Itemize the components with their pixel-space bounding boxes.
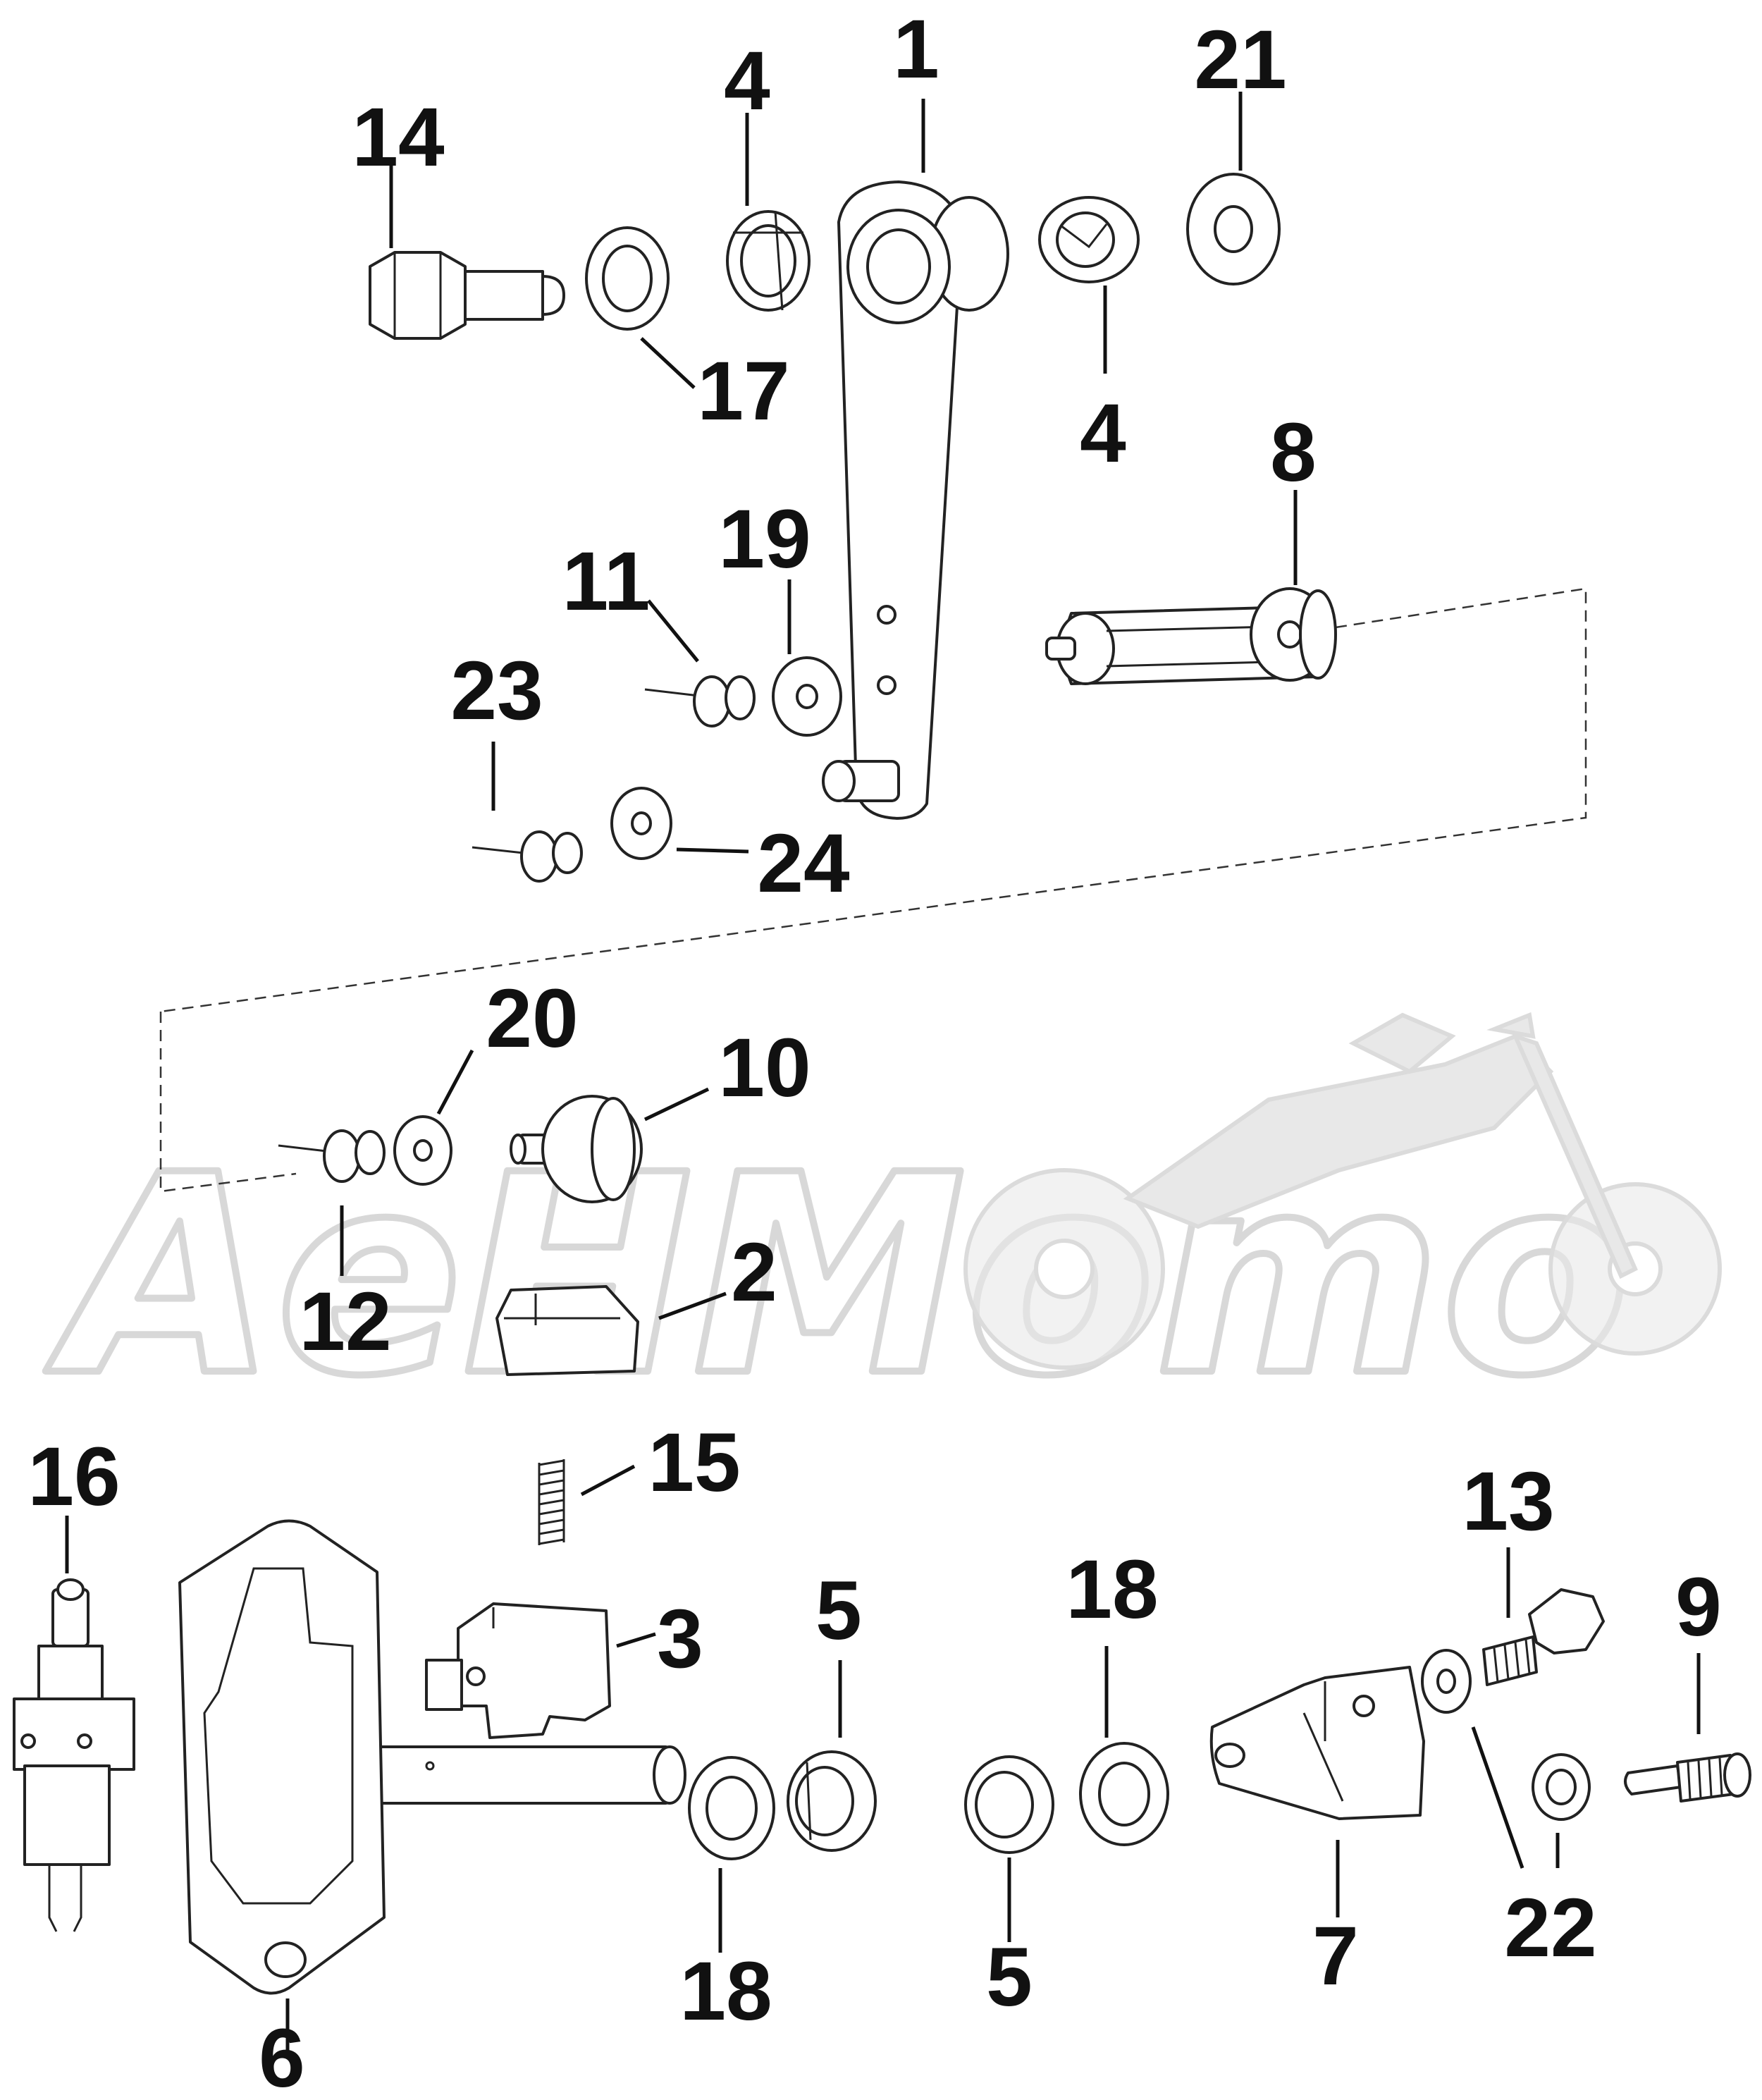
callout-3: 3: [657, 1592, 703, 1685]
part-2-cover: [495, 1285, 639, 1376]
callout-10: 10: [718, 1021, 811, 1115]
callout-5-lower: 5: [986, 1931, 1033, 2024]
callout-15: 15: [648, 1416, 740, 1509]
callout-8: 8: [1270, 406, 1317, 499]
callout-4-lower: 4: [1080, 387, 1126, 480]
callout-6: 6: [259, 2012, 305, 2100]
leader-17: [640, 337, 696, 389]
callout-4-upper: 4: [724, 35, 770, 128]
leader-2: [658, 1291, 727, 1320]
part-16-switch: [13, 1578, 135, 1932]
callout-1: 1: [893, 3, 939, 96]
callout-19: 19: [718, 493, 811, 586]
part-6-shift-plate: [178, 1519, 686, 1995]
callout-16: 16: [27, 1430, 120, 1523]
leader-11: [647, 599, 699, 663]
callout-12: 12: [299, 1275, 391, 1368]
part-18-washer-left: [688, 1756, 775, 1860]
assembly-dashed-line-upper: [160, 587, 1587, 1013]
callout-labels: 1 4 4 21 14 17 8 19 11 23 24 20 10 12 2 …: [27, 3, 1721, 2100]
callout-2: 2: [731, 1226, 777, 1319]
callout-21: 21: [1194, 13, 1286, 106]
part-4-bushing-upper: [726, 210, 811, 312]
callout-14: 14: [352, 91, 444, 184]
part-20-washer: [393, 1115, 452, 1186]
part-18-washer-right: [1079, 1742, 1169, 1846]
part-23-clip: [472, 830, 583, 883]
callout-13: 13: [1462, 1455, 1554, 1548]
part-10-rubber-pad: [510, 1095, 643, 1203]
part-4-bushing-lower: [1038, 196, 1140, 283]
callout-23: 23: [450, 644, 543, 737]
callout-18-right: 18: [1066, 1543, 1158, 1636]
part-22-washers: [1421, 1649, 1591, 1821]
part-19-washer: [772, 656, 842, 737]
leader-22a: [1471, 1726, 1524, 1869]
leader-15: [580, 1464, 636, 1497]
part-8-foot-peg: [1045, 587, 1337, 685]
callout-24: 24: [757, 817, 849, 910]
watermark-text: AeHMomo: [42, 1116, 1631, 1436]
callout-7: 7: [1312, 1910, 1359, 2003]
callout-22: 22: [1504, 1881, 1596, 1975]
leader-lines: [65, 92, 1701, 2058]
leader-3: [616, 1632, 656, 1648]
part-14-bolt: [369, 251, 565, 340]
callout-18-left: 18: [679, 1945, 772, 2038]
part-5-bushing-right: [964, 1755, 1054, 1854]
assembly-dashed-line-lower: [159, 1012, 297, 1193]
callout-11: 11: [562, 535, 651, 628]
part-1-lever-arm: [822, 180, 1009, 820]
leader-20: [436, 1049, 474, 1115]
leader-10: [643, 1087, 710, 1122]
part-15-spring: [538, 1459, 565, 1545]
watermark: AeHMomo: [39, 1012, 1722, 1439]
callout-5-upper: 5: [815, 1564, 862, 1657]
watermark-motorcycle-icon: [963, 1012, 1722, 1370]
part-13-bolt: [1482, 1588, 1605, 1686]
callout-17: 17: [697, 345, 789, 438]
part-24-washer: [610, 787, 672, 860]
callout-20: 20: [486, 972, 578, 1065]
callout-9: 9: [1675, 1561, 1722, 1654]
part-11-clip: [644, 675, 756, 727]
part-21-washer: [1186, 173, 1281, 285]
leader-24: [676, 847, 749, 854]
part-12-clip: [278, 1129, 386, 1183]
part-17-washer: [585, 226, 670, 331]
part-7-clamp-lever: [1209, 1666, 1425, 1820]
part-9-pin: [1624, 1752, 1751, 1803]
part-5-bushing-left: [787, 1750, 877, 1852]
part-3-latch-block: [425, 1602, 611, 1739]
